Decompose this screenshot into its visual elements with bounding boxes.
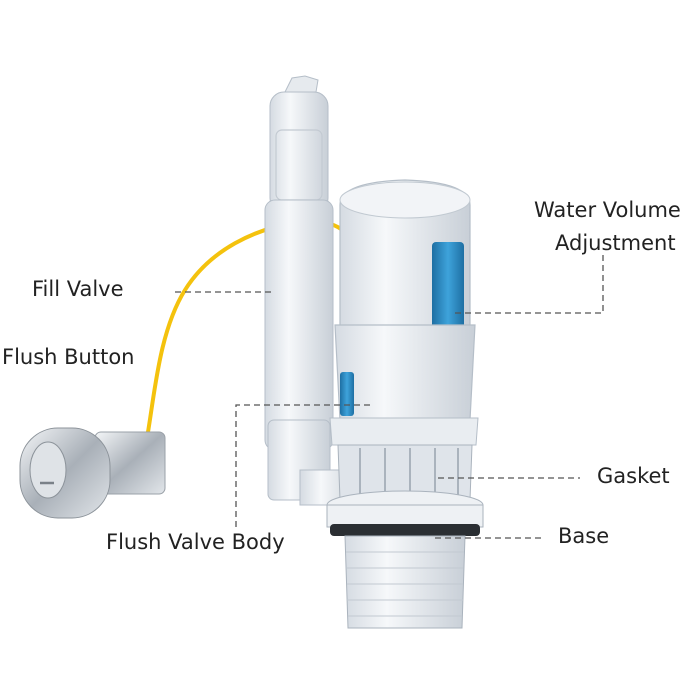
label-fill-valve: Fill Valve bbox=[32, 277, 124, 301]
label-water-volume-line1: Water Volume bbox=[534, 198, 681, 222]
label-gasket: Gasket bbox=[597, 464, 670, 488]
label-water-volume-line2: Adjustment bbox=[555, 231, 676, 255]
leader-water-volume bbox=[455, 255, 604, 314]
label-flush-button: Flush Button bbox=[2, 345, 135, 369]
flush-valve-cylinder bbox=[329, 179, 479, 446]
label-flush-valve-body: Flush Valve Body bbox=[106, 530, 285, 554]
base-assembly bbox=[326, 490, 484, 629]
fill-valve-tube bbox=[264, 75, 334, 501]
flush-button-icon bbox=[19, 427, 166, 519]
leader-flush-valve-body bbox=[235, 404, 370, 528]
label-base: Base bbox=[558, 524, 610, 548]
